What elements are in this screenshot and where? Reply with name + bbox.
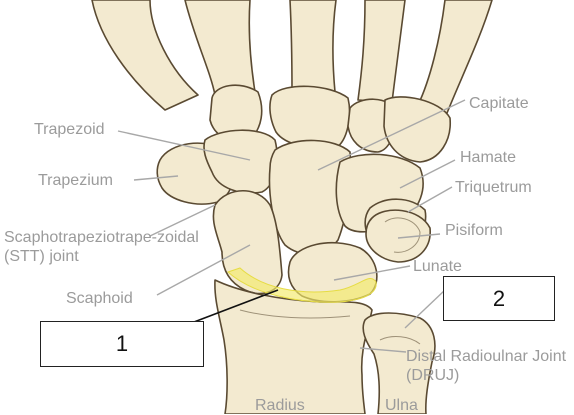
answer-box-1[interactable]: 1 — [40, 321, 204, 367]
label-lunate: Lunate — [413, 258, 462, 275]
label-capitate: Capitate — [469, 95, 529, 112]
label-radius: Radius — [255, 397, 305, 414]
label-trapezium: Trapezium — [38, 172, 113, 189]
label-scaphoid: Scaphoid — [66, 290, 133, 307]
label-trapezoid: Trapezoid — [34, 121, 105, 138]
label-ulna: Ulna — [385, 397, 418, 414]
label-pisiform: Pisiform — [445, 222, 503, 239]
answer-box-2[interactable]: 2 — [443, 276, 555, 321]
thumb-metacarpal — [91, 0, 199, 111]
index-metacarpal — [184, 0, 256, 96]
trapezoid-bone — [203, 129, 278, 194]
leader-lines — [117, 99, 466, 353]
label-stt-joint: Scaphotrapeziotrape-zoidal (STT) joint — [4, 229, 199, 265]
label-druj: Distal Radioulnar Joint (DRUJ) — [406, 348, 567, 384]
radiocarpal-highlight — [227, 267, 377, 303]
little-base — [383, 96, 451, 163]
middle-base — [269, 85, 351, 150]
label-triquetrum: Triquetrum — [455, 179, 532, 196]
middle-metacarpal — [289, 0, 337, 93]
pointer-line-1 — [193, 289, 279, 323]
label-hamate: Hamate — [460, 149, 517, 166]
ring-metacarpal — [357, 0, 406, 103]
